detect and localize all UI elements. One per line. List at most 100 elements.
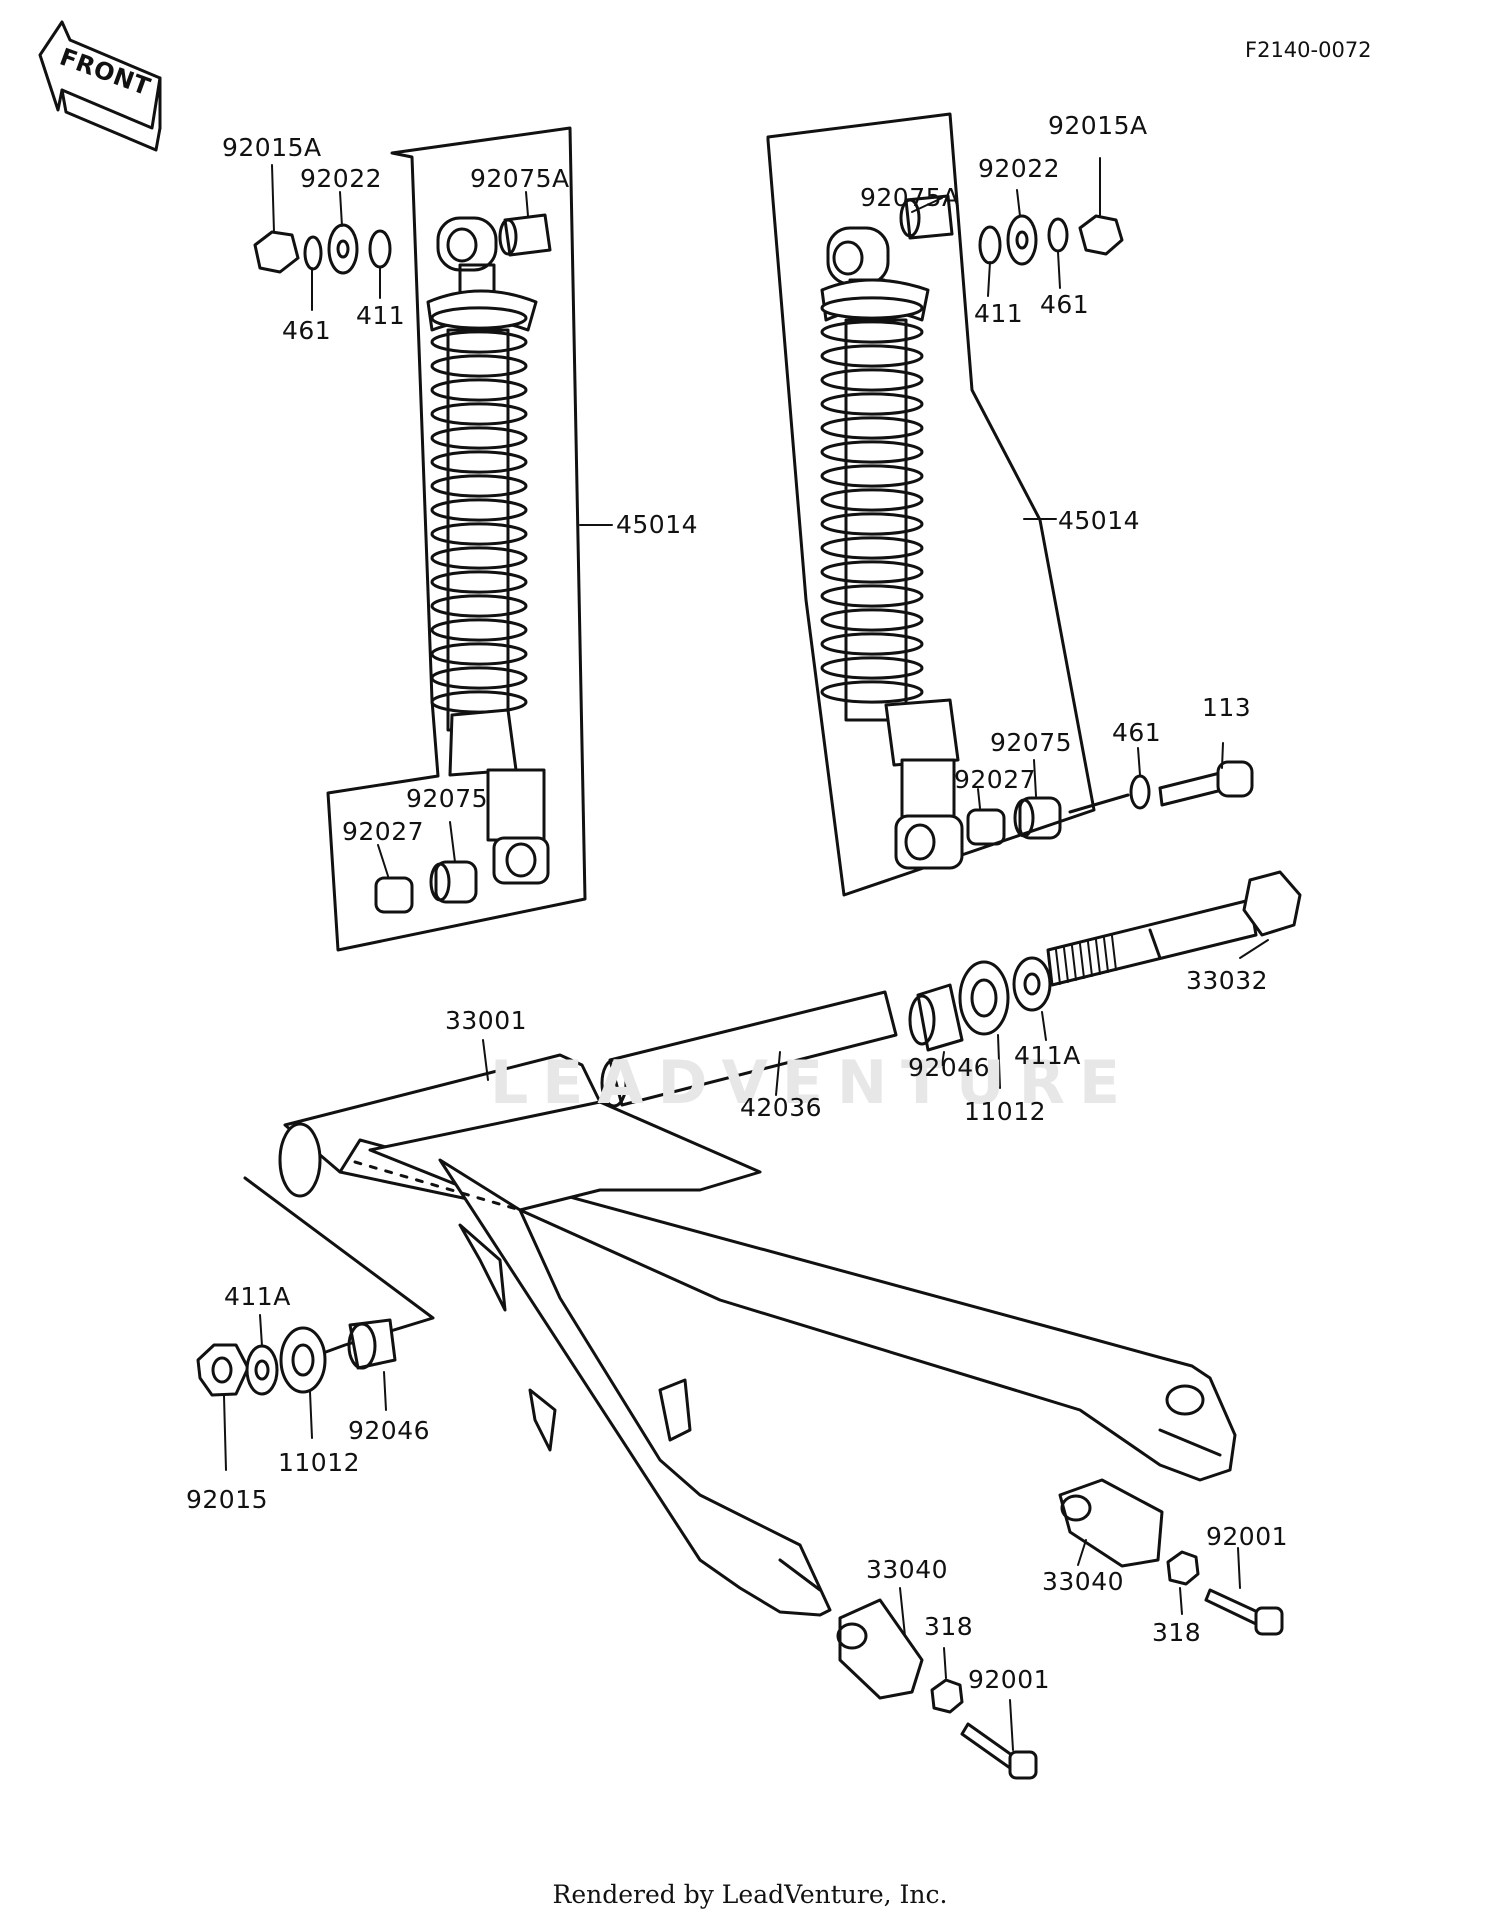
spring-coil bbox=[430, 378, 528, 402]
bolt-thread bbox=[1079, 943, 1085, 979]
chain-adjuster-33040-left bbox=[836, 1598, 924, 1700]
spring-coil bbox=[430, 594, 528, 618]
left-shock-kit-outline bbox=[326, 126, 587, 952]
washer-411-left bbox=[368, 229, 392, 269]
bushing-92075-right bbox=[1018, 796, 1062, 840]
callout-label: 92015A bbox=[1048, 111, 1148, 140]
bolt-thread bbox=[1095, 939, 1101, 975]
spring-coil bbox=[430, 666, 528, 690]
spring-coil bbox=[430, 498, 528, 522]
washer-92022-right bbox=[1006, 214, 1038, 266]
spring-coil bbox=[430, 522, 528, 546]
bearing-92046-right bbox=[908, 983, 964, 1052]
callout-label: 411A bbox=[1014, 1041, 1081, 1070]
callout-label: 411A bbox=[224, 1282, 291, 1311]
spring-coil bbox=[430, 642, 528, 666]
footer-credit: Rendered by LeadVenture, Inc. bbox=[552, 1880, 948, 1909]
callout-label: 45014 bbox=[616, 510, 699, 539]
right-shock-kit-outline bbox=[766, 112, 1096, 897]
nut-92015 bbox=[196, 1343, 250, 1397]
collar-92027-right bbox=[966, 808, 1006, 846]
spring-coil bbox=[430, 426, 528, 450]
bolt-thread bbox=[1111, 935, 1117, 971]
chain-adjuster-33040-right bbox=[1058, 1478, 1164, 1568]
watermark: LEADVENTURE bbox=[490, 1048, 1134, 1118]
callout-label: 11012 bbox=[278, 1448, 361, 1477]
nut-92015a-right bbox=[1078, 214, 1124, 256]
callout-label: 92075 bbox=[406, 784, 489, 813]
washer-411-right bbox=[978, 225, 1002, 265]
left-pivot-bracket bbox=[243, 1176, 435, 1370]
callout-label: 42036 bbox=[740, 1093, 823, 1122]
nut-92015a-left bbox=[253, 230, 300, 274]
callout-label: 92027 bbox=[954, 765, 1037, 794]
callout-label: 33001 bbox=[445, 1006, 528, 1035]
washer-461-bolt bbox=[1129, 774, 1151, 810]
bolt-thread bbox=[1103, 937, 1109, 973]
nut-318-left bbox=[930, 1678, 964, 1714]
callout-label: 318 bbox=[1152, 1618, 1202, 1647]
callout-label: 92046 bbox=[908, 1053, 991, 1082]
sleeve-42036 bbox=[600, 990, 898, 1108]
right-shock-absorber bbox=[820, 226, 964, 870]
collar-92027-left bbox=[374, 876, 414, 914]
drawing-code: F2140-0072 bbox=[1245, 38, 1372, 62]
callout-label: 92027 bbox=[342, 817, 425, 846]
callout-label: 11012 bbox=[964, 1097, 1047, 1126]
callout-label: 92015 bbox=[186, 1485, 269, 1514]
spring-coil bbox=[820, 296, 924, 320]
spring-coil bbox=[430, 450, 528, 474]
leader-lines bbox=[223, 157, 1269, 1751]
callout-label: 92022 bbox=[300, 164, 383, 193]
bolt-113 bbox=[1158, 760, 1254, 807]
callout-label: 318 bbox=[924, 1612, 974, 1641]
callout-label: 92001 bbox=[1206, 1522, 1289, 1551]
spring-coil bbox=[430, 330, 528, 354]
washer-92022-left bbox=[327, 223, 359, 275]
callout-label: 33032 bbox=[1186, 966, 1269, 995]
callout-label: 92075 bbox=[990, 728, 1073, 757]
callout-label: 461 bbox=[1112, 718, 1162, 747]
washer-461-right bbox=[1047, 217, 1069, 253]
nut-318-right bbox=[1166, 1550, 1200, 1586]
spring-coil bbox=[430, 570, 528, 594]
callout-label: 33040 bbox=[866, 1555, 949, 1584]
bushing-92075-left bbox=[434, 860, 478, 904]
callout-label: 45014 bbox=[1058, 506, 1141, 535]
washer-411a-left bbox=[245, 1344, 279, 1396]
callout-label: 92075A bbox=[860, 183, 960, 212]
bolt-thread bbox=[1071, 945, 1077, 981]
left-shock-absorber bbox=[426, 216, 550, 885]
bolt-thread bbox=[1055, 949, 1061, 985]
seal-11012-left bbox=[279, 1326, 327, 1394]
washer-461-left bbox=[303, 235, 323, 271]
spring-coil bbox=[430, 546, 528, 570]
callout-label: 411 bbox=[974, 299, 1024, 328]
spring-coil bbox=[430, 402, 528, 426]
bolt-thread bbox=[1063, 947, 1069, 983]
callout-label: 92075A bbox=[470, 164, 570, 193]
bolt-thread bbox=[1087, 941, 1093, 977]
bearing-92046-left bbox=[347, 1318, 397, 1370]
bolt-92001-right bbox=[1204, 1588, 1284, 1636]
callout-label: 113 bbox=[1202, 693, 1252, 722]
seal-11012-right bbox=[958, 960, 1010, 1036]
callout-label: 33040 bbox=[1042, 1567, 1125, 1596]
pivot-bolt-33032 bbox=[1046, 870, 1302, 987]
callout-label: 92046 bbox=[348, 1416, 431, 1445]
front-arrow-icon bbox=[38, 20, 162, 152]
callout-label: 92022 bbox=[978, 154, 1061, 183]
spring-coil bbox=[430, 618, 528, 642]
callout-label: 92015A bbox=[222, 133, 322, 162]
callout-label: 411 bbox=[356, 301, 406, 330]
swing-arm-33001 bbox=[278, 1053, 1237, 1617]
spring-coil bbox=[430, 690, 528, 714]
bolt-92001-left bbox=[960, 1722, 1038, 1780]
callout-label: 92001 bbox=[968, 1665, 1051, 1694]
callout-label: 461 bbox=[282, 316, 332, 345]
callout-label: 461 bbox=[1040, 290, 1090, 319]
washer-411a-right bbox=[1012, 956, 1052, 1012]
spring-coil bbox=[430, 354, 528, 378]
